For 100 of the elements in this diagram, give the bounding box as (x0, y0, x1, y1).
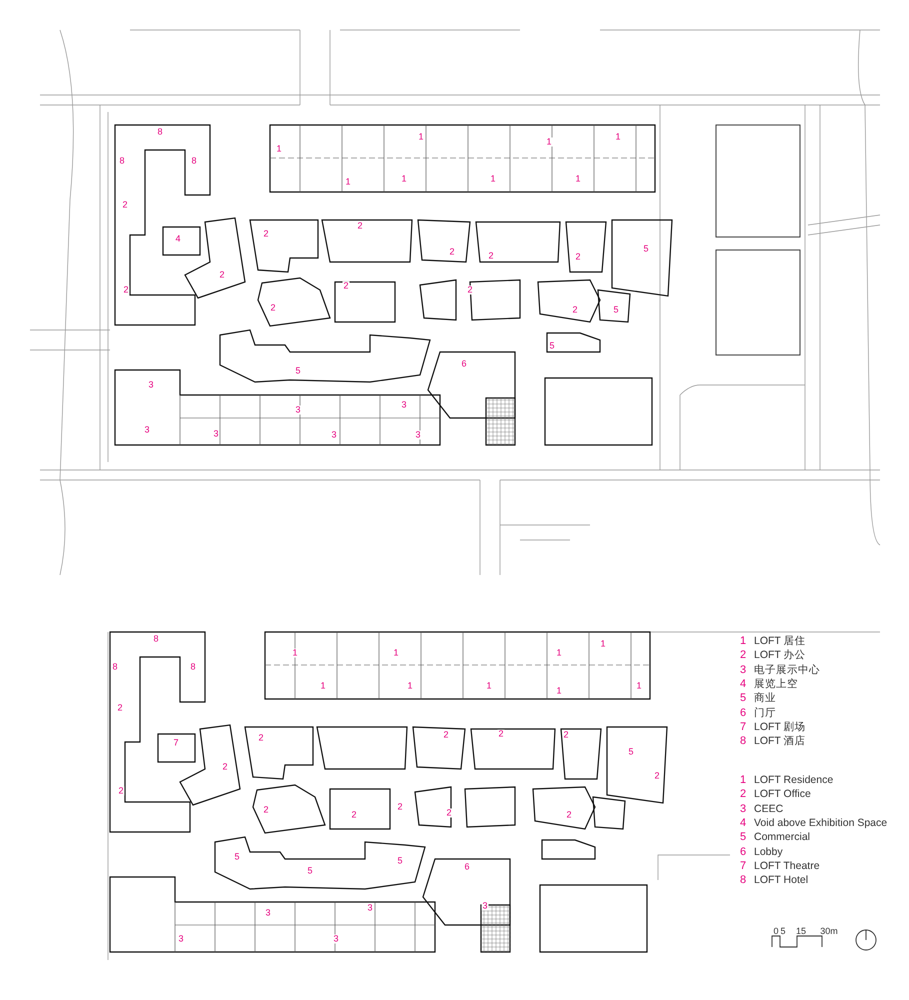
legend-number: 5 (740, 832, 746, 844)
callout-number: 2 (574, 252, 582, 262)
callout-number: 1 (490, 174, 496, 184)
callout-number: 3 (366, 904, 374, 912)
callout-number: 2 (116, 704, 124, 712)
callout-number: 3 (212, 430, 220, 438)
callout-number: 2 (262, 230, 270, 238)
callout-number: 3 (400, 400, 408, 410)
legend-text: 展览上空 (754, 678, 798, 690)
legend-number: 4 (740, 678, 746, 690)
callout-number: 2 (466, 286, 474, 294)
callout-number: 8 (190, 662, 196, 672)
legend-number: 5 (740, 693, 746, 704)
legend-number: 8 (740, 875, 746, 886)
callout-number: 1 (636, 682, 642, 690)
callout-number: 1 (614, 132, 622, 142)
legend-number: 1 (740, 775, 746, 786)
callout-number: 2 (446, 808, 452, 818)
callout-number: 3 (332, 934, 340, 944)
callout-number: 2 (258, 734, 264, 742)
callout-number: 8 (190, 156, 198, 166)
legend-number: 4 (740, 818, 746, 829)
callout-number: 5 (628, 748, 634, 756)
callout-number: 3 (482, 902, 488, 910)
legend-number: 8 (740, 736, 746, 748)
legend-text: LOFT Theatre (754, 860, 820, 872)
legend-text: Lobby (754, 846, 783, 857)
legend-number: 6 (740, 708, 746, 718)
callout-number: 1 (344, 178, 352, 186)
callout-number: 3 (148, 380, 154, 390)
callout-number: 5 (294, 366, 302, 376)
callout-number: 2 (448, 248, 456, 256)
callout-number: 2 (218, 270, 226, 280)
callout-number: 3 (178, 934, 184, 944)
callout-number: 3 (294, 406, 302, 414)
callout-number: 1 (486, 682, 492, 690)
callout-number: 2 (270, 304, 276, 312)
callout-number: 8 (118, 156, 126, 166)
scale-label: 30m (820, 927, 838, 936)
callout-number: 2 (122, 286, 130, 294)
callout-number: 3 (330, 430, 338, 440)
legend-text: LOFT 剧场 (754, 722, 806, 732)
callout-number: 2 (122, 200, 128, 210)
legend-number: 7 (740, 860, 746, 872)
callout-number: 2 (222, 762, 228, 772)
callout-number: 1 (600, 640, 606, 648)
legend-text: 电子展示中心 (754, 664, 820, 676)
callout-number: 5 (306, 866, 314, 876)
callout-number: 2 (654, 772, 660, 780)
legend-number: 7 (740, 722, 746, 733)
legend-text: LOFT 办公 (754, 650, 806, 661)
callout-number: 1 (556, 648, 562, 658)
callout-number: 1 (292, 648, 298, 658)
callout-number: 3 (414, 430, 422, 440)
legend-number: 3 (740, 664, 746, 676)
callout-number: 1 (400, 174, 408, 184)
legend-text: LOFT Office (754, 789, 811, 800)
scale-label: 0 (774, 927, 778, 936)
callout-number: 2 (488, 252, 494, 260)
legend-number: 1 (740, 636, 746, 647)
callout-number: 6 (464, 862, 470, 872)
callout-number: 2 (350, 810, 358, 820)
callout-number: 1 (392, 648, 400, 658)
callout-number: 1 (546, 138, 552, 146)
legend-text: LOFT Residence (754, 775, 834, 786)
callout-number: 5 (396, 856, 404, 866)
callout-number: 7 (172, 738, 180, 748)
legend-number: 3 (740, 804, 746, 815)
callout-number: 2 (562, 730, 570, 740)
callout-number: 5 (612, 306, 620, 314)
legend-text: Commercial (754, 832, 810, 843)
scale-label: 5 (780, 927, 786, 936)
callout-number: 2 (442, 730, 450, 740)
legend-text: LOFT 酒店 (754, 736, 806, 747)
legend-text: LOFT Hotel (754, 875, 808, 886)
callout-number: 3 (144, 426, 150, 434)
callout-number: 2 (498, 730, 504, 738)
legend-text: CEEC (754, 804, 784, 814)
callout-number: 2 (262, 806, 270, 814)
callout-number: 2 (356, 222, 364, 230)
legend-text: 商业 (754, 693, 776, 704)
callout-number: 5 (642, 244, 650, 254)
callout-number: 1 (574, 174, 582, 184)
callout-number: 1 (418, 132, 424, 142)
callout-number: 1 (556, 686, 562, 696)
callout-number: 2 (396, 802, 404, 812)
legend-number: 2 (740, 789, 746, 800)
legend-text: Void above Exhibition Space (754, 818, 888, 828)
legend-number: 2 (740, 650, 746, 662)
callout-number: 2 (118, 786, 124, 796)
legend-text: LOFT 居住 (754, 636, 806, 646)
callout-number: 1 (406, 682, 414, 690)
callout-number: 5 (234, 852, 240, 862)
callout-number: 8 (112, 662, 118, 672)
callout-number: 8 (152, 634, 160, 644)
callout-number: 2 (566, 810, 572, 820)
callout-number: 2 (572, 306, 578, 314)
callout-number: 5 (548, 342, 556, 350)
legend-number: 6 (740, 846, 746, 858)
callout-number: 4 (174, 234, 182, 244)
